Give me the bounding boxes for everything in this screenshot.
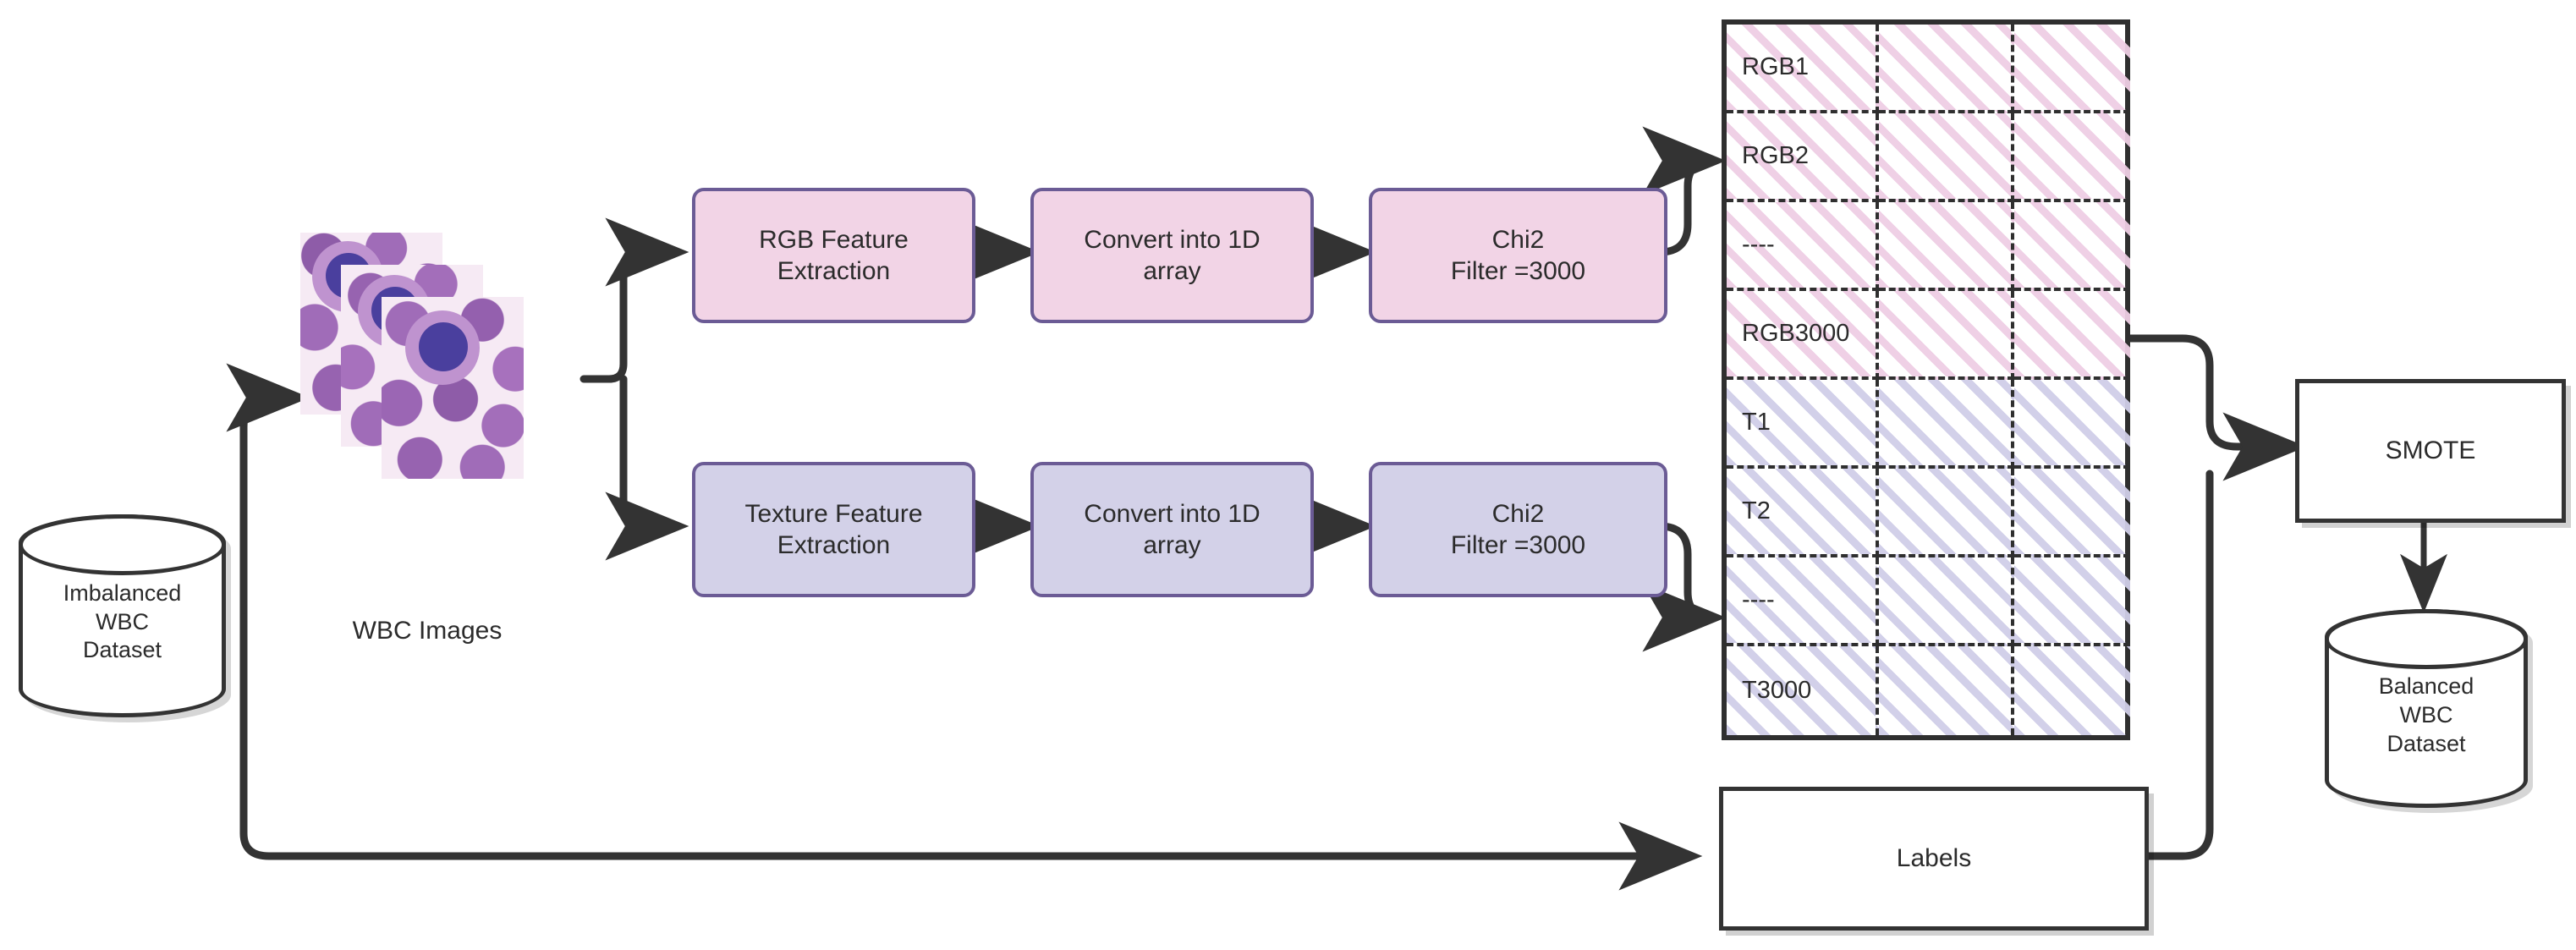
node-wbc-image-stack[interactable]	[300, 233, 588, 479]
matrix-value-cell	[1879, 202, 2014, 291]
cylinder-top	[19, 514, 226, 575]
matrix-value-cell	[2014, 25, 2130, 113]
matrix-value-cell	[2014, 291, 2130, 380]
matrix-feature-name-cell: RGB1	[1727, 25, 1879, 113]
matrix-value-cell	[2014, 380, 2130, 469]
node-rgb-chi2-filter[interactable]: Chi2 Filter =3000	[1369, 188, 1667, 323]
matrix-value-cell	[2014, 202, 2130, 291]
matrix-value-cell	[1879, 291, 2014, 380]
matrix-feature-name-cell: T2	[1727, 469, 1879, 557]
cylinder-top	[2325, 609, 2528, 669]
balanced-dataset-label: Balanced WBC Dataset	[2378, 673, 2474, 756]
matrix-feature-name-cell: RGB2	[1727, 113, 1879, 202]
matrix-feature-name-cell: ----	[1727, 202, 1879, 291]
matrix-value-cell	[2014, 557, 2130, 646]
matrix-feature-label: RGB2	[1742, 142, 1809, 169]
matrix-value-cell	[1879, 646, 2014, 735]
wbc-images-caption: WBC Images	[352, 617, 503, 645]
wbc-nucleus	[419, 322, 468, 371]
matrix-value-cell	[1879, 25, 2014, 113]
matrix-value-cell	[1879, 380, 2014, 469]
matrix-value-cell	[1879, 113, 2014, 202]
matrix-feature-label: ----	[1742, 586, 1775, 613]
matrix-value-cell	[2014, 469, 2130, 557]
matrix-value-cell	[2014, 113, 2130, 202]
node-imbalanced-dataset[interactable]: Imbalanced WBC Dataset	[19, 514, 226, 717]
node-balanced-dataset[interactable]: Balanced WBC Dataset	[2325, 609, 2528, 808]
matrix-feature-label: T3000	[1742, 677, 1812, 704]
matrix-value-cell	[1879, 469, 2014, 557]
matrix-feature-label: RGB3000	[1742, 320, 1850, 347]
matrix-feature-name-cell: T1	[1727, 380, 1879, 469]
node-texture-feature-extraction[interactable]: Texture Feature Extraction	[692, 462, 975, 597]
matrix-feature-name-cell: T3000	[1727, 646, 1879, 735]
matrix-feature-name-cell: RGB3000	[1727, 291, 1879, 380]
node-labels[interactable]: Labels	[1719, 787, 2149, 931]
matrix-feature-label: RGB1	[1742, 53, 1809, 80]
matrix-value-cell	[2014, 646, 2130, 735]
matrix-feature-name-cell: ----	[1727, 557, 1879, 646]
wbc-slide-3	[382, 297, 524, 479]
node-rgb-feature-extraction[interactable]: RGB Feature Extraction	[692, 188, 975, 323]
node-smote[interactable]: SMOTE	[2295, 379, 2566, 523]
matrix-feature-label: T1	[1742, 409, 1771, 436]
node-texture-chi2-filter[interactable]: Chi2 Filter =3000	[1369, 462, 1667, 597]
matrix-feature-label: ----	[1742, 231, 1775, 258]
node-rgb-convert-1d[interactable]: Convert into 1D array	[1030, 188, 1314, 323]
imbalanced-dataset-label: Imbalanced WBC Dataset	[63, 579, 182, 663]
node-texture-convert-1d[interactable]: Convert into 1D array	[1030, 462, 1314, 597]
matrix-value-cell	[1879, 557, 2014, 646]
matrix-feature-label: T2	[1742, 497, 1771, 524]
